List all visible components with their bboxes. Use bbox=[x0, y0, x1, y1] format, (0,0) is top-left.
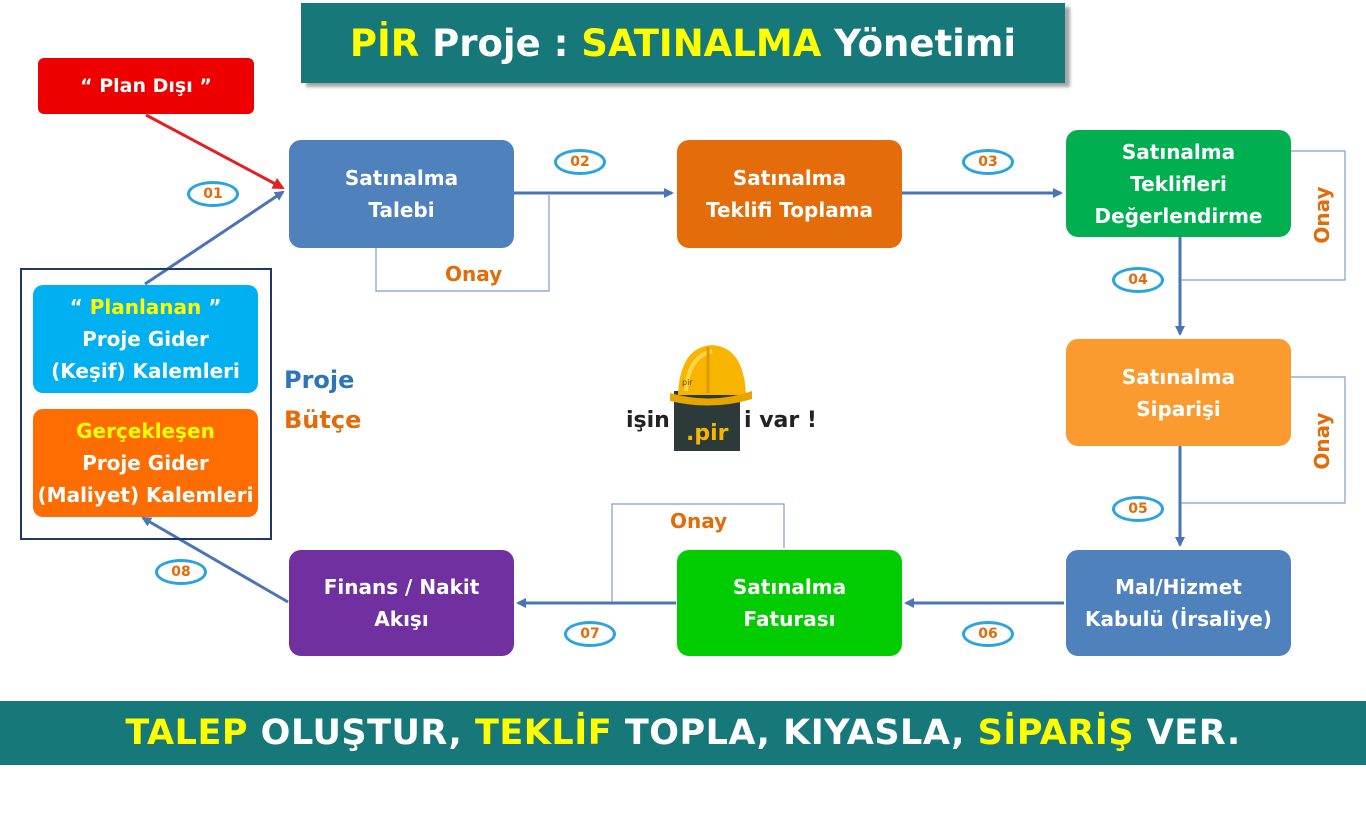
slogan-topla: TOPLA, KIYASLA, bbox=[612, 713, 978, 753]
realized-line3: (Maliyet) Kalemleri bbox=[37, 483, 254, 507]
step-teklif-line2: Teklifi Toplama bbox=[705, 198, 874, 222]
step-finans-nakit-akisi: Finans / Nakit Akışı bbox=[289, 550, 514, 656]
badge-01: 01 bbox=[187, 181, 239, 207]
badge-06: 06 bbox=[962, 621, 1014, 647]
step-siparis-line2: Siparişi bbox=[1136, 396, 1221, 421]
arrow-08 bbox=[141, 516, 289, 604]
step-degerlendirme-line2: Teklifleri bbox=[1130, 171, 1227, 196]
onay-label-degerlendirme: Onay bbox=[1310, 186, 1334, 244]
step-mal-hizmet-kabulu: Mal/Hizmet Kabulü (İrsaliye) bbox=[1066, 550, 1291, 656]
onay-loop-siparis bbox=[1181, 376, 1346, 504]
plan-disi-arrow bbox=[145, 113, 285, 190]
logo-text-left: işin bbox=[626, 408, 670, 433]
slogan-teklif: TEKLİF bbox=[475, 713, 613, 753]
helmet-text: pir bbox=[682, 378, 693, 387]
plan-disi-box: “ Plan Dışı ” bbox=[38, 58, 254, 114]
page-title: PİR Proje : SATINALMA Yönetimi bbox=[301, 3, 1065, 83]
step-teklif-degerlendirme: Satınalma Teklifleri Değerlendirme bbox=[1066, 130, 1291, 237]
budget-label: Proje Bütçe bbox=[284, 360, 361, 440]
step-talep-line2: Talebi bbox=[368, 198, 435, 222]
onay-label-siparis: Onay bbox=[1310, 412, 1334, 470]
onay-label-fatura: Onay bbox=[670, 509, 728, 533]
planned-highlight: Planlanan bbox=[89, 295, 202, 319]
step-kabul-line1: Mal/Hizmet bbox=[1115, 575, 1242, 599]
logo-text-right: i var ! bbox=[744, 408, 817, 433]
step-siparis-line1: Satınalma bbox=[1121, 364, 1236, 389]
badge-02: 02 bbox=[554, 149, 606, 175]
planned-cost-items-box: “ Planlanan ” Proje Gider (Keşif) Kaleml… bbox=[33, 285, 258, 393]
badge-07: 07 bbox=[564, 621, 616, 647]
onay-loop-degerlendirme bbox=[1181, 150, 1346, 281]
badge-04: 04 bbox=[1112, 267, 1164, 293]
realized-line2: Proje Gider bbox=[82, 451, 209, 475]
project-budget-frame bbox=[20, 268, 272, 540]
step-talep-line1: Satınalma bbox=[344, 166, 459, 190]
bottom-slogan: TALEP OLUŞTUR, TEKLİF TOPLA, KIYASLA, Sİ… bbox=[0, 701, 1366, 765]
logo-text-brand: .pir bbox=[686, 421, 729, 446]
step-fatura-line2: Faturası bbox=[743, 607, 836, 631]
step-teklif-toplama: Satınalma Teklifi Toplama bbox=[677, 140, 902, 248]
hard-hat-icon: pir bbox=[670, 345, 752, 451]
budget-label-proje: Proje bbox=[284, 366, 355, 394]
step-finans-line2: Akışı bbox=[374, 607, 429, 631]
step-finans-line1: Finans / Nakit bbox=[323, 575, 480, 599]
planned-line3: (Keşif) Kalemleri bbox=[51, 359, 240, 383]
step-satinalma-talebi: Satınalma Talebi bbox=[289, 140, 514, 248]
step-kabul-line2: Kabulü (İrsaliye) bbox=[1085, 607, 1272, 631]
plan-disi-label: “ Plan Dışı ” bbox=[80, 75, 212, 97]
slogan-ver: VER. bbox=[1134, 713, 1241, 753]
realized-highlight: Gerçekleşen bbox=[76, 419, 215, 443]
step-satinalma-siparisi: Satınalma Siparişi bbox=[1066, 339, 1291, 446]
planned-line1: “ Planlanan ” bbox=[70, 291, 222, 323]
onay-loop-talep bbox=[375, 195, 550, 292]
slogan-talep: TALEP bbox=[125, 713, 248, 753]
planned-line2: Proje Gider bbox=[82, 327, 209, 351]
planned-quote-close: ” bbox=[201, 295, 222, 319]
realized-cost-items-box: Gerçekleşen Proje Gider (Maliyet) Kaleml… bbox=[33, 409, 258, 517]
step-satinalma-faturasi: Satınalma Faturası bbox=[677, 550, 902, 656]
slogan-siparis: SİPARİŞ bbox=[977, 713, 1135, 753]
title-proje: Proje : bbox=[419, 21, 582, 65]
title-yonetimi: Yönetimi bbox=[821, 21, 1017, 65]
slogan-olustur: OLUŞTUR, bbox=[248, 713, 475, 753]
badge-05: 05 bbox=[1112, 496, 1164, 522]
onay-loop-fatura bbox=[611, 503, 785, 602]
step-teklif-line1: Satınalma bbox=[732, 166, 847, 190]
step-fatura-line1: Satınalma bbox=[732, 575, 847, 599]
step-degerlendirme-line1: Satınalma bbox=[1121, 139, 1236, 164]
badge-03: 03 bbox=[962, 149, 1014, 175]
budget-label-butce: Bütçe bbox=[284, 406, 362, 434]
onay-label-talep: Onay bbox=[445, 262, 503, 286]
badge-08: 08 bbox=[155, 559, 207, 585]
step-degerlendirme-line3: Değerlendirme bbox=[1094, 203, 1263, 228]
title-pir: PİR bbox=[349, 21, 420, 65]
title-satinalma: SATINALMA bbox=[581, 21, 822, 65]
planned-quote-open: “ bbox=[69, 295, 90, 319]
pir-logo: pir işin .pir i var ! bbox=[626, 343, 826, 453]
